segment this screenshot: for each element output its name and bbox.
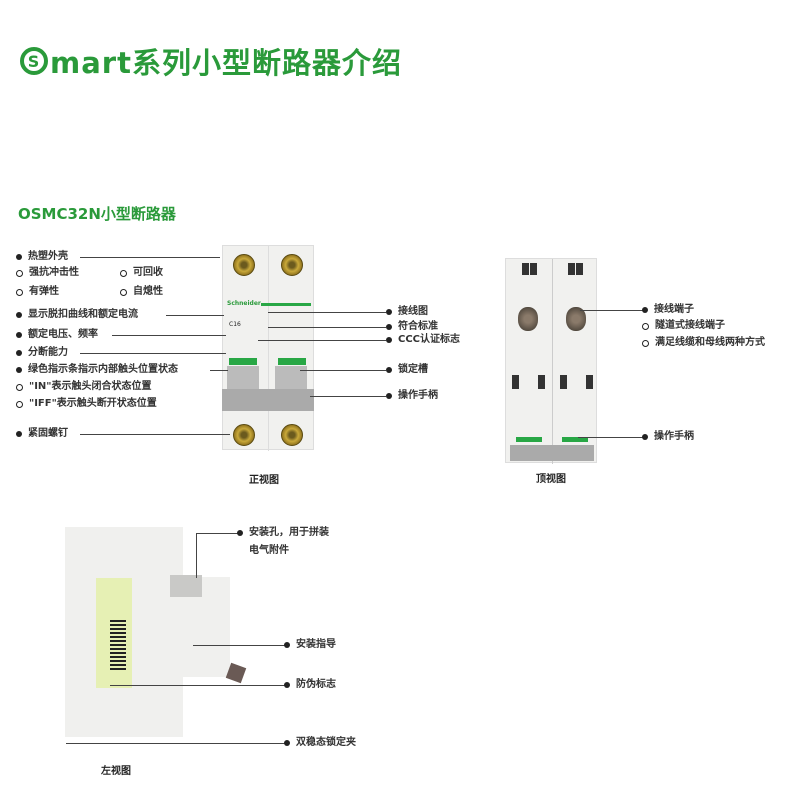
terminal-screw-icon [233,424,255,446]
label-bistable-clip: 双稳态锁定夹 [284,737,356,749]
top-view-breaker [505,258,597,464]
label-trip-curve: 显示脱扣曲线和额定电流 [16,309,138,321]
label-self-extinguishing: 自熄性 [120,286,163,298]
terminal-screw-icon [233,254,255,276]
anti-counterfeit-mark [225,662,247,684]
label-standards: 符合标准 [386,321,438,333]
operating-handle[interactable] [222,389,314,411]
label-cable-busbar: 满足线缆和母线两种方式 [642,337,765,349]
section-title: OSMC32N小型断路器 [18,205,176,223]
page-title-text: mart系列小型断路器介绍 [50,46,402,80]
label-green-indicator: 绿色指示条指示内部触头位置状态 [16,364,178,376]
side-view-caption: 左视图 [101,766,131,777]
label-lock-slot: 锁定槽 [386,364,428,376]
wiring-terminal-icon [566,307,586,331]
rating-label: C16 [229,321,241,328]
mounting-hole [170,575,202,597]
label-mounting-hole: 安装孔，用于拼装 [237,527,329,539]
page-title: S mart系列小型断路器介绍 [20,40,402,82]
label-anti-counterfeit: 防伪标志 [284,679,336,691]
brand-label: Schneider [227,300,261,307]
label-thermoplastic-case: 热塑外壳 [16,251,68,263]
top-view-caption: 顶视图 [536,474,566,485]
front-view-caption: 正视图 [249,475,279,486]
label-ccc-mark: CCC认证标志 [386,334,460,346]
barcode [110,620,126,670]
label-in-state: "IN"表示触头闭合状态位置 [16,381,152,393]
label-electrical-accessory: 电气附件 [249,545,289,556]
label-wiring-diagram: 接线图 [386,306,428,318]
label-installation-guide: 安装指导 [284,639,336,651]
label-operating-handle: 操作手柄 [386,390,438,402]
label-top-operating-handle: 操作手柄 [642,431,694,443]
label-voltage-frequency: 额定电压、频率 [16,329,98,341]
smart-logo-icon: S [20,47,48,75]
label-recyclable: 可回收 [120,267,163,279]
terminal-screw-icon [281,254,303,276]
terminal-screw-icon [281,424,303,446]
label-impact-resistance: 强抗冲击性 [16,267,79,279]
label-fastening-screw: 紧固螺钉 [16,428,68,440]
front-view-breaker: Schneider C16 [222,245,314,451]
wiring-terminal-icon [518,307,538,331]
label-breaking-capacity: 分断能力 [16,347,68,359]
label-iff-state: "IFF"表示触头断开状态位置 [16,398,157,410]
label-wiring-terminal: 接线端子 [642,304,694,316]
label-tunnel-terminal: 隧道式接线端子 [642,320,725,332]
label-elastic: 有弹性 [16,286,59,298]
